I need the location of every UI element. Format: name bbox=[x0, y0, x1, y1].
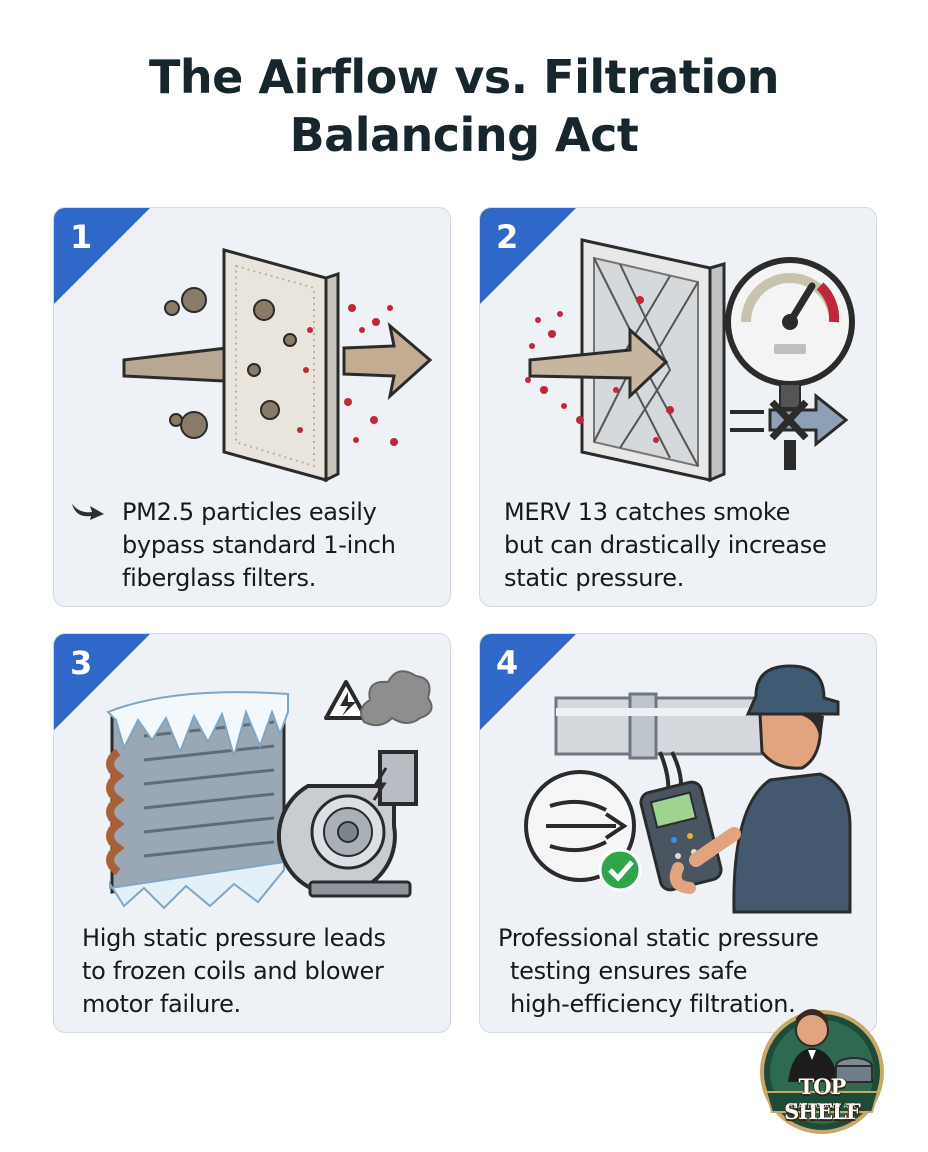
caption-line: motor failure. bbox=[82, 990, 241, 1018]
airflow-arrow-icon bbox=[528, 326, 669, 400]
corner-badge bbox=[54, 208, 150, 304]
frozen-coil-illustration bbox=[106, 670, 433, 910]
blower-motor-icon bbox=[276, 750, 418, 898]
pm25-arrow-icon bbox=[342, 322, 433, 401]
caption-line: bypass standard 1-inch bbox=[122, 531, 396, 559]
filter-bypass-illustration bbox=[122, 248, 433, 483]
duct-icon bbox=[554, 692, 778, 760]
card-step-4: 4 Professional bbox=[479, 633, 877, 1033]
warning-icon bbox=[324, 680, 368, 720]
filter-panel-icon bbox=[222, 248, 340, 483]
card-step-3: 3 High s bbox=[53, 633, 451, 1033]
technician-icon bbox=[669, 664, 852, 914]
caption-line: high-efficiency filtration. bbox=[510, 990, 796, 1018]
caption-line: but can drastically increase bbox=[504, 531, 827, 559]
card-caption: Professional static pressure testing ens… bbox=[498, 922, 848, 1021]
frozen-coil-icon bbox=[106, 691, 289, 910]
logo-emblem-icon bbox=[760, 1009, 884, 1134]
caption-line: High static pressure leads bbox=[82, 924, 386, 952]
corner-badge bbox=[480, 208, 576, 304]
card-caption: PM2.5 particles easily bypass standard 1… bbox=[122, 496, 450, 595]
step-number: 1 bbox=[70, 218, 93, 256]
static-pressure-test-illustration bbox=[524, 664, 852, 914]
title-line-2: Balancing Act bbox=[289, 108, 639, 162]
step-number: 4 bbox=[496, 644, 519, 682]
top-shelf-logo: TOP SHELF HEATING AND AIR bbox=[758, 1000, 886, 1140]
blocked-airflow-icon bbox=[730, 392, 849, 448]
bullet-arrow-icon bbox=[72, 504, 104, 520]
airflow-check-icon bbox=[524, 770, 642, 892]
card-step-1: 1 PM2.5 particles easily bypass bbox=[53, 207, 451, 607]
dust-particle-icon bbox=[164, 287, 297, 439]
caption-line: Professional static pressure bbox=[498, 924, 819, 952]
logo-subtitle: HEATING AND AIR bbox=[787, 1102, 857, 1110]
merv13-illustration bbox=[525, 238, 855, 483]
page-title: The Airflow vs. Filtration Balancing Act bbox=[0, 48, 928, 164]
card-caption: High static pressure leads to frozen coi… bbox=[82, 922, 432, 1021]
pressure-gauge-icon bbox=[725, 257, 855, 470]
caption-line: fiberglass filters. bbox=[122, 564, 317, 592]
smoke-icon bbox=[360, 670, 433, 727]
caption-line: testing ensures safe bbox=[510, 957, 748, 985]
step-number: 2 bbox=[496, 218, 519, 256]
caption-line: to frozen coils and blower bbox=[82, 957, 384, 985]
step-number: 3 bbox=[70, 644, 93, 682]
card-caption: MERV 13 catches smoke but can drasticall… bbox=[504, 496, 854, 595]
caption-line: PM2.5 particles easily bbox=[122, 498, 377, 526]
card-step-2: 2 bbox=[479, 207, 877, 607]
logo-name: TOP SHELF bbox=[784, 1074, 861, 1124]
caption-line: static pressure. bbox=[504, 564, 685, 592]
caption-line: MERV 13 catches smoke bbox=[504, 498, 791, 526]
title-line-1: The Airflow vs. Filtration bbox=[149, 50, 779, 104]
